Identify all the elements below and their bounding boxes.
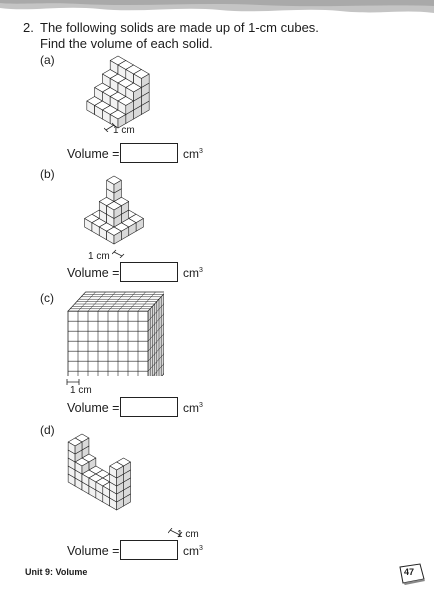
unit-label-c: cm3 xyxy=(183,401,203,415)
unit-cube xyxy=(74,457,90,475)
scale-label-a: 1 cm xyxy=(113,125,135,136)
unit-label-a: cm3 xyxy=(183,147,203,161)
header-band xyxy=(0,0,434,13)
unit-cube xyxy=(133,69,150,88)
unit-title: Unit 9: Volume xyxy=(25,567,88,577)
volume-label-c: Volume = xyxy=(67,401,120,415)
question-line-1: The following solids are made up of 1-cm… xyxy=(40,20,319,35)
figure-b-tiered-solid xyxy=(84,175,144,245)
scale-marker-c xyxy=(66,379,80,385)
unit-cube xyxy=(109,109,127,129)
unit-cube xyxy=(106,201,122,219)
part-c-label: (c) xyxy=(40,291,54,305)
unit-label-d: cm3 xyxy=(183,544,203,558)
volume-answer-box-b[interactable] xyxy=(120,262,178,282)
part-a-label: (a) xyxy=(40,53,55,67)
figure-c-cuboid xyxy=(67,291,164,376)
volume-label-d: Volume = xyxy=(67,544,120,558)
question-number: 2. xyxy=(23,20,34,35)
question-line-2: Find the volume of each solid. xyxy=(40,36,213,51)
scale-label-c: 1 cm xyxy=(70,385,92,396)
volume-label-b: Volume = xyxy=(67,266,120,280)
volume-answer-box-d[interactable] xyxy=(120,540,178,560)
volume-answer-box-c[interactable] xyxy=(120,397,178,417)
scale-marker-b xyxy=(112,249,125,258)
unit-label-b: cm3 xyxy=(183,266,203,280)
scale-marker-d xyxy=(168,528,183,538)
part-b-label: (b) xyxy=(40,167,55,181)
unit-cube xyxy=(106,175,122,194)
unit-cube xyxy=(106,226,122,245)
figure-d-u-shaped-solid xyxy=(67,433,131,511)
page-number-tab xyxy=(399,563,425,585)
figure-a-staircase-solid xyxy=(86,55,150,129)
page-number: 47 xyxy=(404,567,415,577)
part-d-label: (d) xyxy=(40,423,55,437)
scale-label-b: 1 cm xyxy=(88,251,110,262)
unit-cube xyxy=(109,461,124,479)
volume-answer-box-a[interactable] xyxy=(120,143,178,163)
volume-label-a: Volume = xyxy=(67,147,120,161)
scale-marker-a xyxy=(104,122,117,132)
unit-cube xyxy=(67,437,83,455)
scale-label-d: 1 cm xyxy=(177,529,199,540)
